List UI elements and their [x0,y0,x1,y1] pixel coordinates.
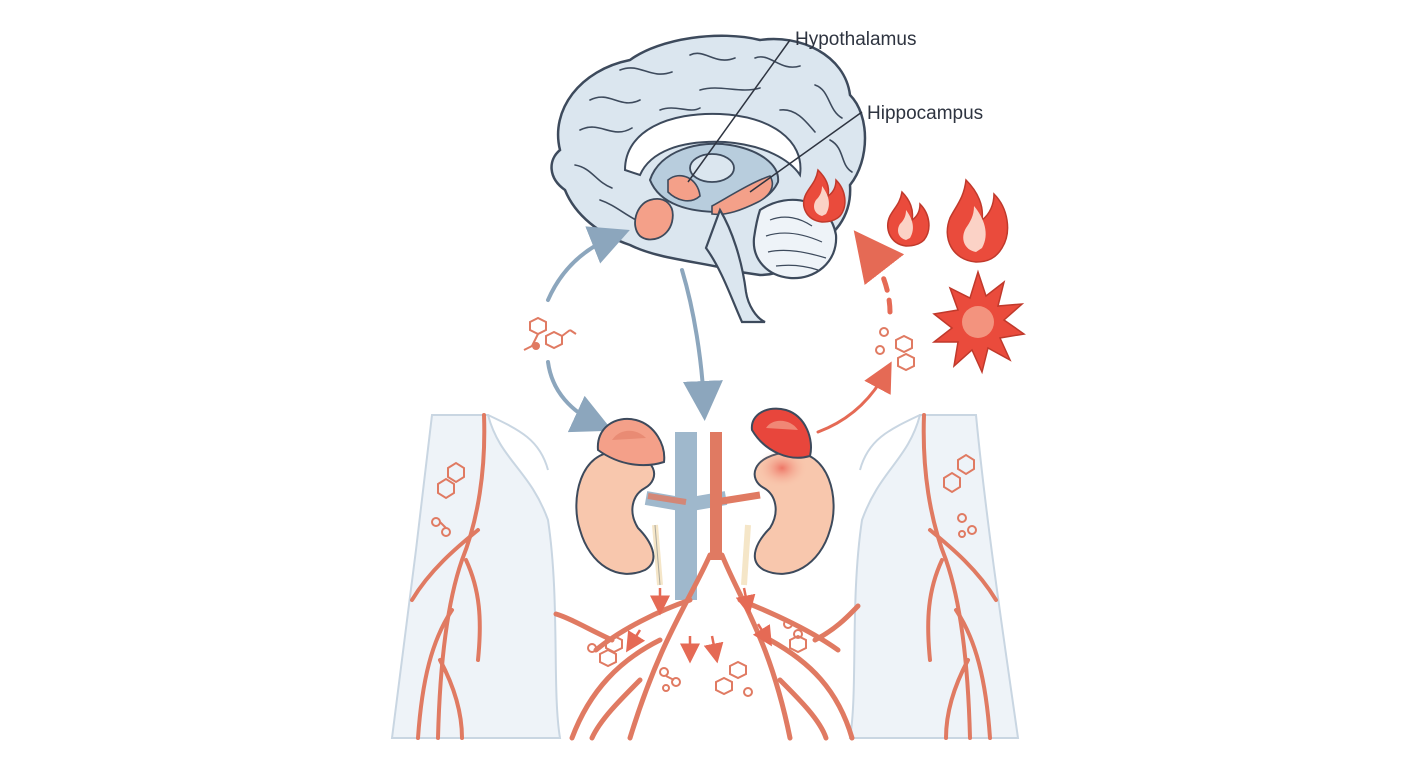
molecule-icon-lower-center-right [715,660,753,697]
molecule-icon-right [875,327,915,372]
hypothalamus-label: Hypothalamus [795,29,916,50]
hypothalamus-label-group: Hypothalamus [687,29,916,183]
hippocampus-label: Hippocampus [867,103,983,124]
pituitary-gland [634,198,674,241]
molecule-icon [431,316,977,697]
cerebellum-folds [765,216,827,271]
hormone-release-arrows [626,587,772,664]
arrow-down-left [546,360,613,433]
burst-icon [931,269,1026,375]
arrow-to-brain [546,226,630,302]
hippocampus-region [711,175,774,216]
signal-arrows [546,226,905,434]
arrow-adrenal-to-molecules [816,361,892,434]
molecule-icon-torso-right [943,453,977,538]
molecule-icon-lower-right [783,619,807,654]
left-kidney-group [575,417,666,586]
arrow-dashed-to-brain [853,230,905,315]
hippocampus-label-group: Hippocampus [749,103,983,193]
left-side-vessels [410,413,487,740]
right-side-vessels [921,413,998,740]
flame-icon-medium [886,190,930,247]
molecule-icon-torso-left [431,461,465,537]
molecule-icon-lower-left [587,634,623,668]
hypothalamus-leader-line [687,39,791,183]
brain [550,34,867,324]
right-kidney-group [741,407,835,586]
hippocampus-leader-line [749,111,863,193]
flame-icon-small-brain [802,168,846,223]
hypothalamus-region [667,174,701,202]
left-adrenal-gland [596,417,666,467]
arrow-brain-to-adrenal [680,268,723,421]
brainstem [704,207,766,324]
corpus-callosum [623,112,802,178]
molecule-icon-left [523,316,577,351]
left-torso-band [390,414,562,739]
left-kidney [575,450,656,575]
lower-vessel-tree [553,552,861,741]
flame-icon [802,168,1009,263]
flame-icon-large [946,178,1009,263]
molecule-icon-lower-center-left [659,667,681,692]
right-adrenal-gland-inflamed [750,407,812,459]
central-vessels [644,432,761,600]
